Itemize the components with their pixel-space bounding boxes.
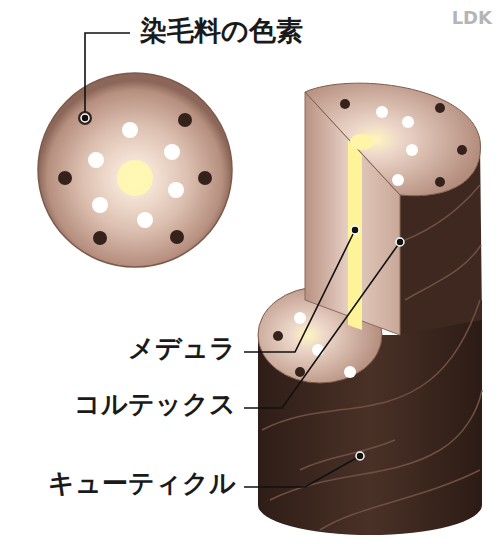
white-granule (88, 152, 104, 168)
dye-pigment-dot (78, 111, 92, 125)
medulla-strip (348, 140, 362, 330)
top-cross-section (406, 144, 418, 156)
top-cross-section (402, 116, 414, 128)
cuticle-line (320, 470, 480, 530)
part-label: キューティクル (48, 469, 236, 499)
top-cross-section (435, 177, 445, 187)
lower-cross-section (295, 367, 305, 377)
dye-pigment-dot (58, 111, 212, 245)
cuticle-line (300, 440, 395, 470)
dye-pigment-dot (58, 171, 72, 185)
top-cross-section (392, 174, 404, 186)
top-cross-section (305, 83, 480, 196)
cuticle-line (405, 245, 481, 300)
leader-dot (81, 114, 89, 122)
leader-line (85, 33, 130, 112)
dye-pigment-dot (93, 231, 107, 245)
watermark: LDK (452, 8, 492, 29)
top-cross-section (457, 145, 467, 155)
dye-pigment-dot (178, 113, 192, 127)
white-granule (137, 212, 153, 228)
leader-dot (396, 238, 404, 246)
leader-dot (356, 452, 364, 460)
leader-line (244, 230, 355, 352)
white-granule (92, 197, 108, 213)
dye-pigment-dot (170, 230, 184, 244)
cross-section-circle (38, 73, 232, 267)
cross-section-circle (38, 73, 232, 267)
white-granule (164, 144, 180, 160)
leader-line (244, 242, 400, 408)
top-cross-section (305, 83, 480, 196)
dye-pigment-dot (198, 171, 212, 185)
lower-cross-section (294, 312, 306, 324)
leader-line (244, 456, 360, 487)
part-label: メデュラ (128, 334, 236, 364)
part-label: コルテックス (74, 390, 236, 420)
top-cross-section (435, 103, 445, 113)
lower-cross-section (344, 366, 356, 378)
cross-section-circle (117, 160, 153, 196)
white-granule (88, 122, 184, 228)
top-cross-section (376, 106, 388, 118)
part-label: 染毛料の色素 (140, 15, 303, 46)
white-granule (168, 182, 184, 198)
top-cross-section (340, 99, 350, 109)
white-granule (122, 122, 138, 138)
top-cross-section (350, 134, 374, 150)
lower-cross-section (273, 331, 283, 341)
lower-cross-section (312, 344, 324, 356)
leader-dot (351, 226, 359, 234)
